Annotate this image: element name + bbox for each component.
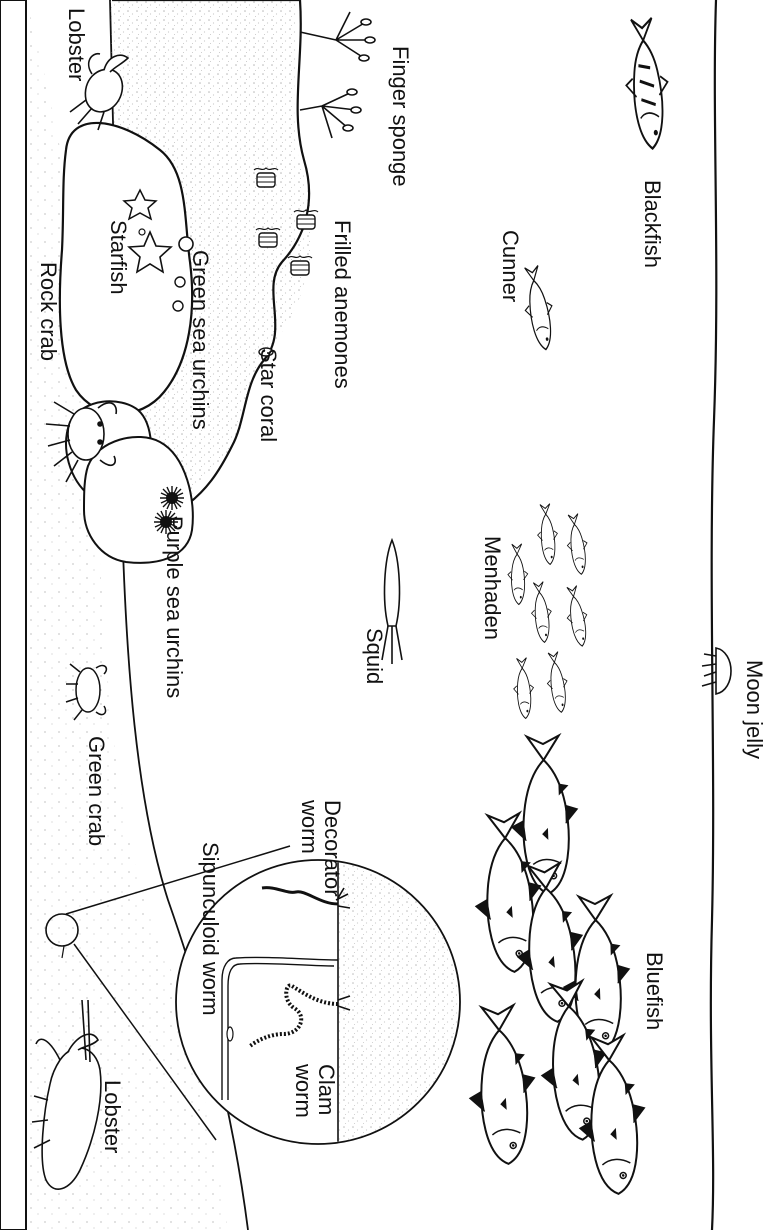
label-blackfish: Blackfish: [641, 180, 664, 268]
menhaden-school-drawing: [507, 503, 592, 719]
cunner-drawing: [518, 264, 559, 351]
label-menhaden: Menhaden: [481, 536, 504, 640]
blackfish-drawing: [621, 17, 674, 150]
label-clam-worm: Clam worm: [292, 1064, 338, 1118]
label-finger-sponge: Finger sponge: [389, 46, 412, 187]
label-sipunculoid-worm: Sipunculoid worm: [199, 842, 222, 1016]
label-moon-jelly: Moon jelly: [743, 660, 766, 759]
label-decorator-worm: Decorator worm: [298, 800, 344, 897]
label-purple-sea-urchins: Purple sea urchins: [163, 516, 186, 698]
label-green-sea-urchins: Green sea urchins: [189, 250, 212, 430]
water-surface-line: [711, 0, 716, 1230]
label-rock-crab: Rock crab: [37, 262, 60, 361]
bluefish-school-drawing: [464, 735, 651, 1196]
label-star-coral: Star coral: [257, 348, 280, 442]
label-bluefish: Bluefish: [643, 952, 666, 1030]
label-squid: Squid: [363, 628, 386, 684]
finger-sponge-drawing: [300, 12, 375, 138]
label-green-crab: Green crab: [85, 736, 108, 846]
label-cunner: Cunner: [499, 230, 522, 302]
label-lobster-top: Lobster: [65, 8, 88, 81]
label-frilled-anemones: Frilled anemones: [331, 220, 354, 389]
label-lobster-bottom: Lobster: [101, 1080, 124, 1153]
label-starfish: Starfish: [107, 220, 130, 295]
moon-jelly-drawing: [702, 648, 731, 694]
